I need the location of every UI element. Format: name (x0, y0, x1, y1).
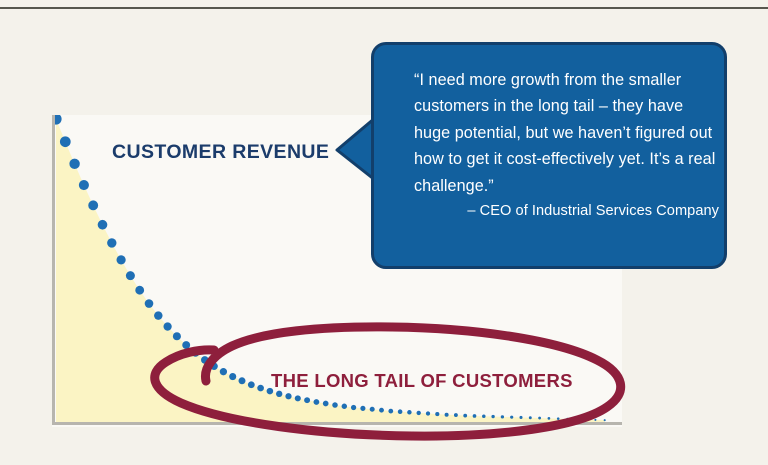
chart-data-point (407, 410, 412, 415)
chart-data-point (201, 356, 209, 364)
long-tail-annotation-label: THE LONG TAIL OF CUSTOMERS (271, 370, 573, 391)
chart-data-point (519, 415, 523, 419)
chart-data-point (547, 417, 551, 420)
chart-x-axis (52, 422, 622, 425)
chart-y-axis (52, 115, 55, 425)
chart-data-point (566, 417, 569, 421)
chart-data-point (360, 405, 366, 411)
chart-data-point (603, 419, 606, 422)
chart-data-point (416, 410, 421, 416)
chart-data-point (463, 413, 468, 418)
chart-data-point (191, 349, 200, 357)
chart-data-point (294, 395, 301, 402)
chart-data-point (444, 412, 449, 417)
chart-data-point (182, 341, 191, 350)
top-divider-rule (0, 7, 768, 9)
chart-data-point (425, 411, 431, 416)
chart-data-point (575, 418, 578, 421)
quote-attribution: – CEO of Industrial Services Company (467, 203, 719, 219)
chart-data-point (210, 362, 218, 370)
chart-data-point (369, 406, 375, 412)
chart-data-point (219, 368, 228, 376)
chart-data-point (556, 417, 560, 420)
chart-data-point (472, 414, 477, 418)
chart-data-point (304, 397, 311, 404)
chart-data-point (97, 219, 108, 230)
quote-text: “I need more growth from the smaller cus… (414, 71, 716, 195)
chart-data-point (528, 416, 532, 420)
chart-data-point (285, 393, 292, 400)
chart-data-point (379, 407, 384, 413)
chart-data-point (453, 413, 458, 417)
chart-data-point (594, 418, 597, 421)
chart-data-point (341, 403, 348, 409)
chart-data-point (59, 136, 71, 148)
chart-data-point (538, 416, 541, 420)
chart-data-point (510, 415, 514, 419)
chart-data-point (397, 409, 403, 415)
chart-data-point (238, 377, 246, 385)
chart-data-point (584, 418, 588, 421)
chart-area-fill (56, 119, 605, 422)
chart-data-point (69, 158, 80, 170)
chart-data-point (482, 414, 486, 418)
chart-data-point (313, 399, 320, 405)
chart-data-point (163, 322, 172, 331)
chart-data-point (88, 200, 99, 211)
chart-data-point (125, 271, 135, 281)
page-title: CUSTOMER REVENUE (112, 141, 330, 163)
chart-data-point (491, 414, 495, 419)
chart-data-point (350, 404, 357, 411)
chart-data-point (500, 415, 505, 419)
chart-data-point (247, 381, 255, 389)
chart-data-point (322, 400, 329, 407)
chart-data-point (229, 372, 237, 381)
chart-data-point (435, 412, 440, 417)
chart-data-point (107, 238, 117, 248)
chart-data-point (388, 408, 394, 414)
chart-data-point (135, 285, 145, 295)
chart-data-point (332, 402, 338, 408)
chart-data-point (257, 384, 264, 392)
chart-data-point (116, 255, 126, 265)
chart-data-point (78, 179, 89, 191)
quote-speech-bubble: “I need more growth from the smaller cus… (371, 42, 727, 269)
chart-data-point (154, 311, 163, 320)
chart-data-point (144, 299, 154, 308)
chart-data-point (172, 332, 181, 341)
